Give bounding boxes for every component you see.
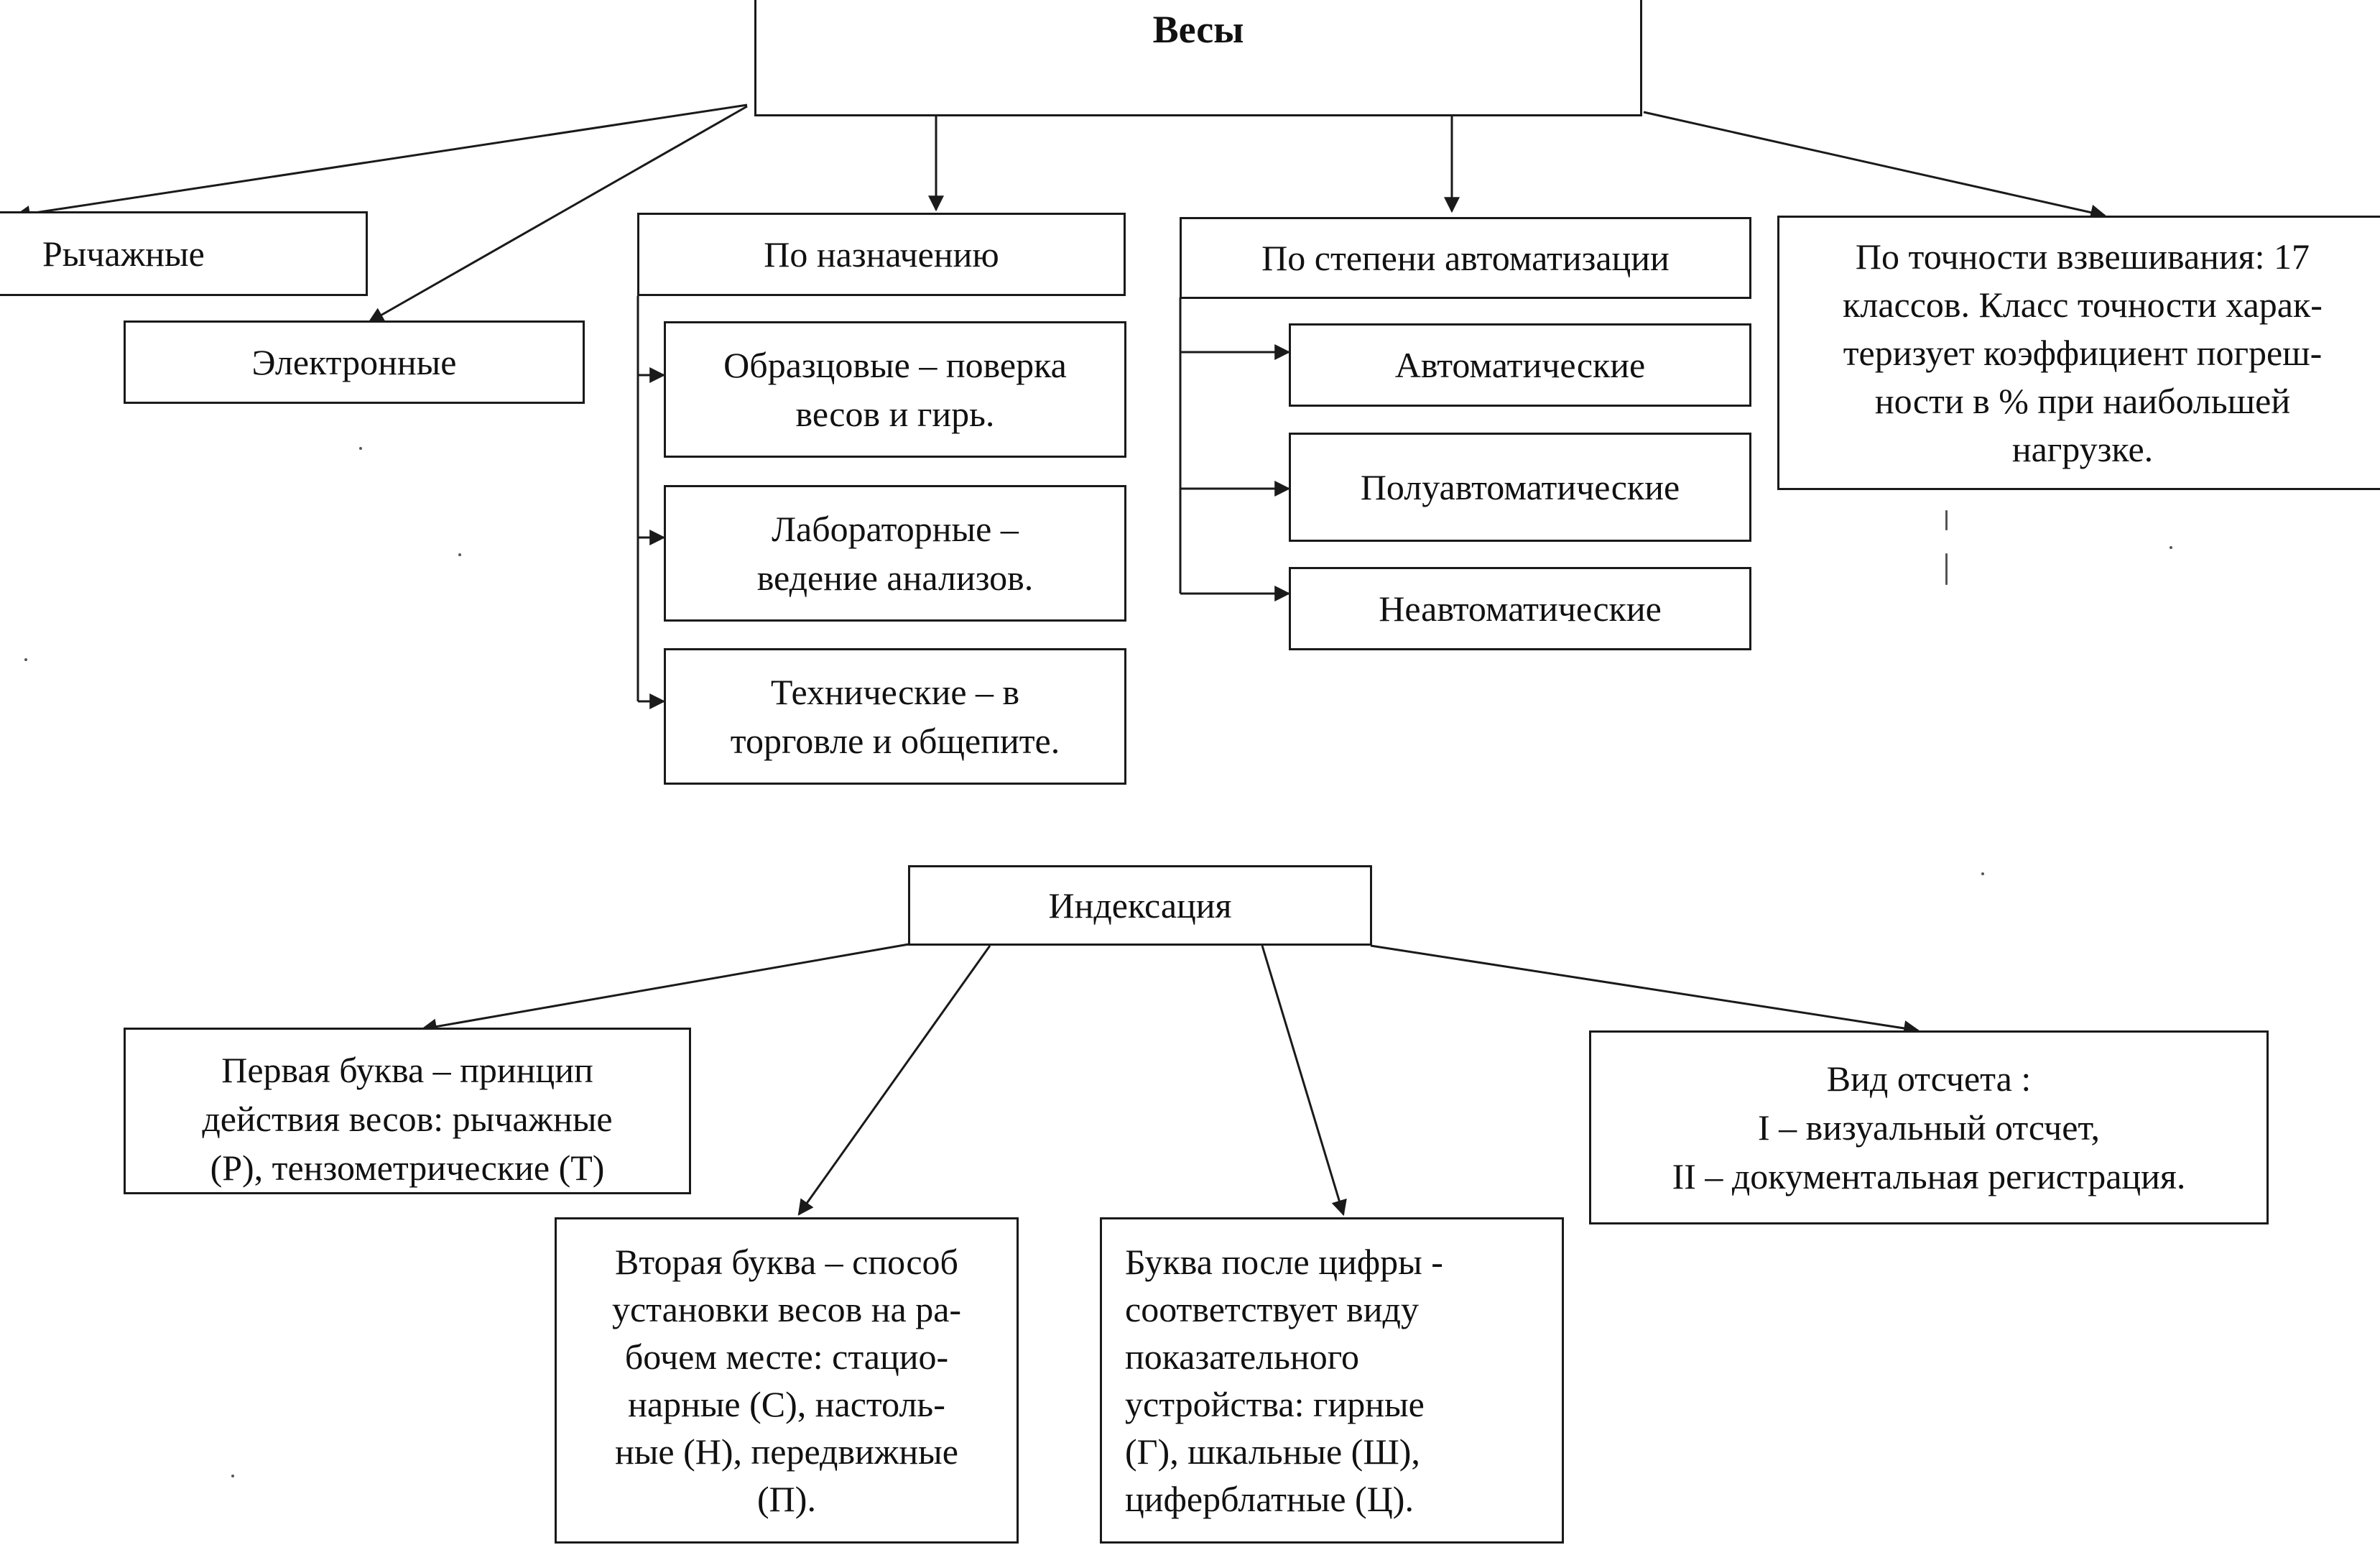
purpose-item-reference: Образцовые – поверка весов и гирь. bbox=[664, 321, 1126, 458]
root-box-scales: Весы bbox=[754, 0, 1642, 116]
category-lever-label: Рычажные bbox=[42, 234, 205, 274]
purpose-reference-text: Образцовые – поверка весов и гирь. bbox=[723, 345, 1067, 434]
arrow-indexing-to-after-digit bbox=[1261, 945, 1347, 1217]
purpose-item-technical: Технические – в торговле и общепите. bbox=[664, 648, 1126, 785]
scan-speck bbox=[2170, 546, 2172, 549]
automation-semiautomatic-text: Полуавтоматические bbox=[1360, 467, 1680, 507]
category-box-accuracy: По точности взвешивания: 17 классов. Кла… bbox=[1777, 216, 2380, 490]
category-electronic-label: Электронные bbox=[251, 342, 457, 382]
indexing-first-letter-text: Первая буква – принцип действия весов: р… bbox=[202, 1050, 613, 1188]
indexing-reading-text: Вид отсчета : I – визуальный отсчет, II … bbox=[1672, 1058, 2186, 1196]
category-box-purpose: По назначению bbox=[637, 213, 1126, 296]
scan-speck bbox=[231, 1475, 234, 1477]
scan-speck bbox=[359, 447, 362, 450]
arrow-indexing-to-reading bbox=[1370, 944, 1920, 1036]
arrow-indexing-to-first-letter bbox=[420, 943, 909, 1035]
indexing-second-letter-text: Вторая буква – способ установки весов на… bbox=[611, 1242, 962, 1519]
category-accuracy-text: По точности взвешивания: 17 классов. Кла… bbox=[1843, 236, 2323, 469]
scan-speck bbox=[1945, 510, 1948, 530]
arrow-root-to-lever bbox=[14, 103, 748, 221]
category-box-electronic: Электронные bbox=[124, 320, 585, 404]
indexing-after-digit-box: Буква после цифры - соответствует виду п… bbox=[1100, 1217, 1564, 1544]
scan-speck bbox=[1945, 553, 1948, 585]
indexing-second-letter-box: Вторая буква – способ установки весов на… bbox=[555, 1217, 1019, 1544]
arrow-indexing-to-second-letter bbox=[797, 945, 991, 1216]
scan-speck bbox=[458, 553, 461, 556]
indexing-reading-box: Вид отсчета : I – визуальный отсчет, II … bbox=[1589, 1030, 2269, 1224]
indexing-box: Индексация bbox=[908, 865, 1372, 946]
root-title: Весы bbox=[1152, 8, 1244, 51]
category-automation-label: По степени автоматизации bbox=[1261, 238, 1670, 278]
indexing-label: Индексация bbox=[1048, 885, 1232, 926]
indexing-first-letter-box: Первая буква – принцип действия весов: р… bbox=[124, 1028, 691, 1194]
purpose-technical-text: Технические – в торговле и общепите. bbox=[730, 672, 1060, 761]
purpose-item-laboratory: Лабораторные – ведение анализов. bbox=[664, 485, 1126, 622]
indexing-after-digit-text: Буква после цифры - соответствует виду п… bbox=[1125, 1242, 1443, 1519]
automation-item-semiautomatic: Полуавтоматические bbox=[1289, 433, 1751, 542]
category-purpose-label: По назначению bbox=[764, 234, 999, 275]
automation-item-automatic: Автоматические bbox=[1289, 323, 1751, 407]
scan-speck bbox=[24, 658, 27, 661]
category-box-automation: По степени автоматизации bbox=[1180, 217, 1751, 299]
automation-nonautomatic-text: Неавтоматические bbox=[1379, 589, 1662, 629]
scan-speck bbox=[1981, 872, 1984, 875]
category-box-lever: Рычажные bbox=[0, 211, 368, 296]
automation-item-nonautomatic: Неавтоматические bbox=[1289, 567, 1751, 650]
automation-automatic-text: Автоматические bbox=[1394, 345, 1646, 385]
purpose-laboratory-text: Лабораторные – ведение анализов. bbox=[756, 509, 1034, 598]
arrow-root-to-accuracy bbox=[1643, 111, 2107, 221]
